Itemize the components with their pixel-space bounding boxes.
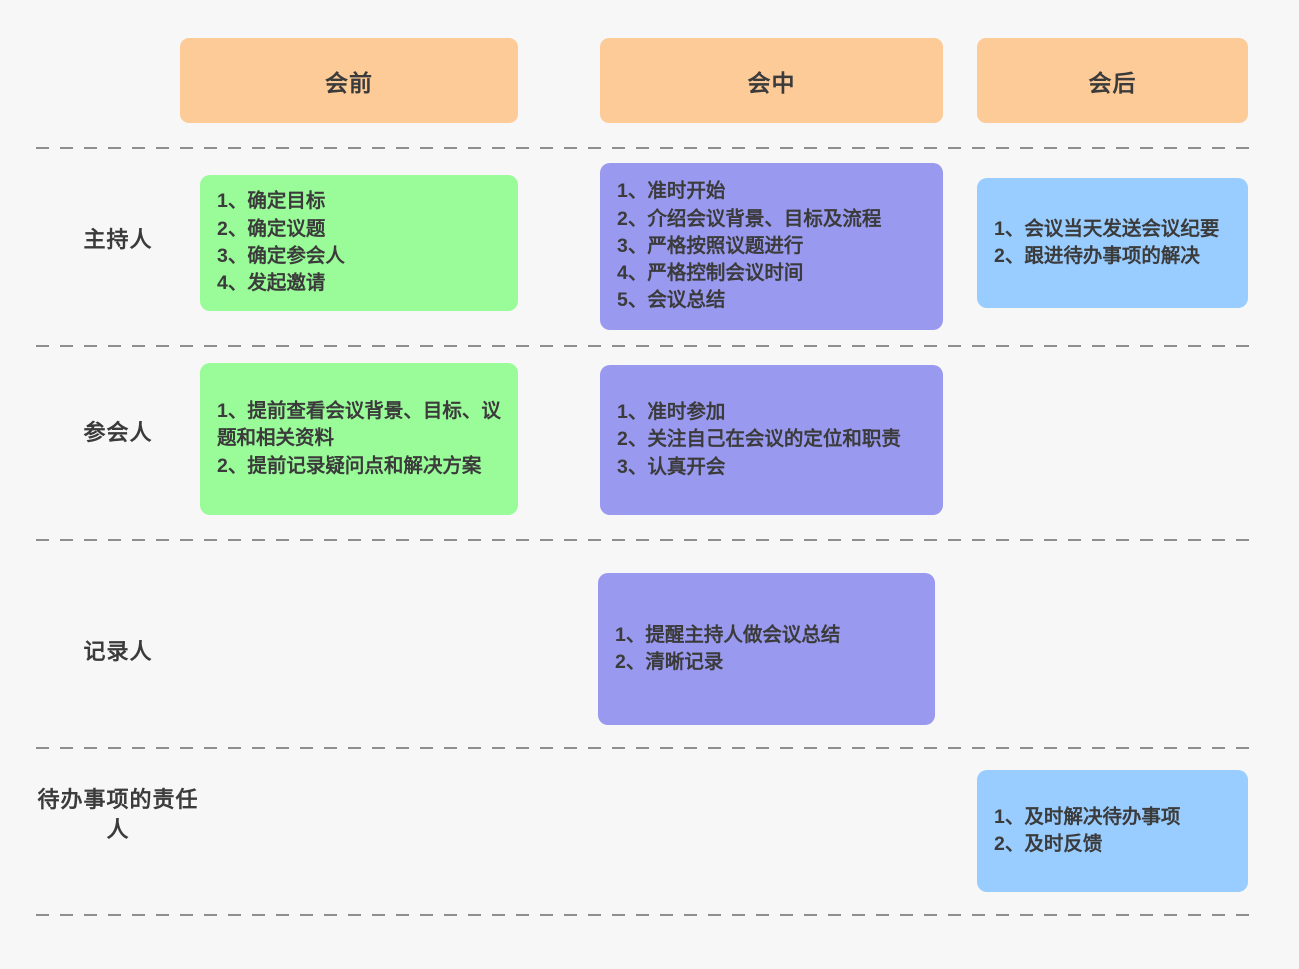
dashed-divider [36,914,1253,916]
card-host-pre-meeting: 1、确定目标 2、确定议题 3、确定参会人 4、发起邀请 [200,175,518,311]
card-item: 1、准时参加 [617,401,726,424]
card-item: 1、及时解决待办事项 [994,805,1181,828]
card-todo-owner-post-meeting: 1、及时解决待办事项 2、及时反馈 [977,770,1248,892]
card-item: 2、及时反馈 [994,833,1103,855]
row-label-recorder: 记录人 [83,639,153,665]
card-item: 2、介绍会议背景、目标及流程 [617,207,882,230]
card-item: 3、确定参会人 [217,245,345,267]
column-header-label: 会中 [747,69,796,96]
card-host-during-meeting: 1、准时开始 2、介绍会议背景、目标及流程 3、严格按照议题进行 4、严格控制会… [600,163,943,330]
card-recorder-during-meeting: 1、提醒主持人做会议总结 2、清晰记录 [598,573,935,725]
dashed-divider [36,747,1253,749]
card-item: 4、严格控制会议时间 [617,262,804,285]
column-header-pre-meeting: 会前 [180,38,518,123]
column-header-during-meeting: 会中 [600,38,943,123]
row-label-todo-owner: 待办事项的责任人 [37,787,199,842]
card-item: 3、严格按照议题进行 [617,234,804,257]
dashed-divider [36,345,1253,347]
card-item: 1、会议当天发送会议纪要 [994,217,1220,240]
card-item: 2、关注自己在会议的定位和职责 [617,428,901,451]
card-item: 4、发起邀请 [217,272,326,295]
card-item: 1、提醒主持人做会议总结 [615,623,841,646]
card-item: 2、提前记录疑问点和解决方案 [217,454,482,477]
card-item: 3、认真开会 [617,455,726,478]
dashed-divider [36,539,1253,541]
card-participant-pre-meeting: 1、提前查看会议背景、目标、议题和相关资料 2、提前记录疑问点和解决方案 [200,363,518,515]
card-item: 1、确定目标 [217,190,326,213]
row-label-participant: 参会人 [83,420,153,446]
dashed-divider [36,147,1253,149]
row-label-host: 主持人 [83,227,153,253]
column-header-label: 会后 [1088,69,1137,96]
card-item: 2、确定议题 [217,217,326,240]
column-header-label: 会前 [325,69,373,96]
card-participant-during-meeting: 1、准时参加 2、关注自己在会议的定位和职责 3、认真开会 [600,365,943,515]
card-item: 1、提前查看会议背景、目标、议题和相关资料 [217,400,501,450]
card-item: 2、跟进待办事项的解决 [994,245,1200,267]
card-item: 5、会议总结 [617,289,726,312]
card-item: 2、清晰记录 [615,651,724,673]
column-header-post-meeting: 会后 [977,38,1248,123]
card-host-post-meeting: 1、会议当天发送会议纪要 2、跟进待办事项的解决 [977,178,1248,308]
card-item: 1、准时开始 [617,180,726,203]
